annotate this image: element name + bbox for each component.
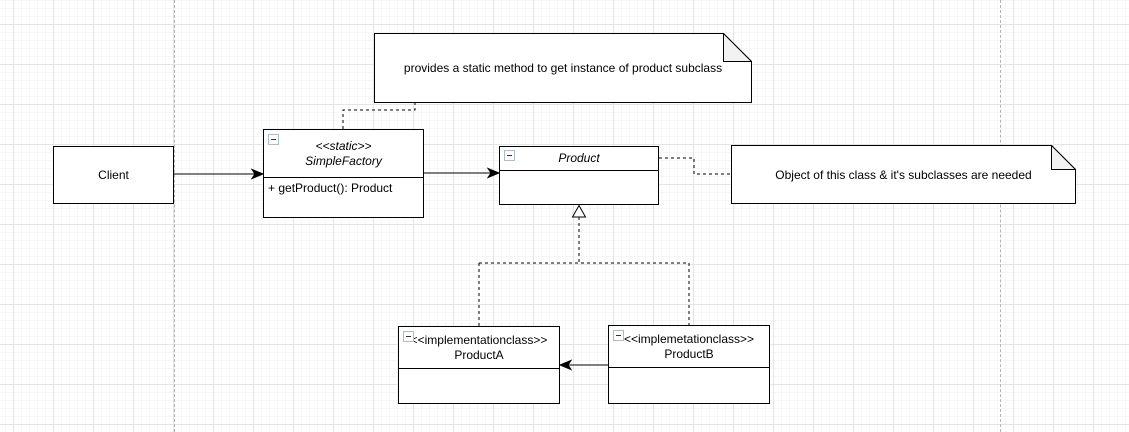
- class-simplefactory[interactable]: <<static>> SimpleFactory + getProduct():…: [263, 129, 424, 218]
- class-stereotype: <<implemetationclass>>: [623, 331, 755, 346]
- class-client[interactable]: Client: [53, 146, 174, 204]
- class-body-empty: [399, 369, 559, 375]
- connector-realization-tree[interactable]: [478, 204, 690, 327]
- class-header: Product: [500, 147, 658, 171]
- arrowhead: [558, 359, 573, 371]
- arrowhead: [486, 167, 501, 179]
- class-productb[interactable]: <<implemetationclass>> ProductB: [608, 325, 770, 404]
- class-name: Client: [98, 168, 129, 182]
- class-stereotype: <<implementationclass>>: [410, 332, 548, 347]
- class-header: <<static>> SimpleFactory: [264, 130, 423, 178]
- collapse-icon[interactable]: [268, 134, 279, 145]
- page-boundary-line: [174, 0, 175, 432]
- connector-productb-to-producta[interactable]: [558, 359, 608, 371]
- method-label: + getProduct(): Product: [268, 181, 393, 195]
- hollow-triangle-arrowhead: [571, 204, 587, 218]
- class-name: SimpleFactory: [305, 153, 382, 168]
- note-shape: [731, 145, 1076, 204]
- class-header: <<implementationclass>> ProductA: [399, 327, 559, 369]
- connector-simplefactory-to-product[interactable]: [424, 167, 501, 179]
- page-boundary-line: [1000, 0, 1001, 432]
- folded-corner: [1051, 145, 1076, 170]
- connector-client-to-simplefactory[interactable]: [174, 168, 265, 180]
- collapse-icon[interactable]: [504, 150, 515, 161]
- class-body-empty: [609, 368, 769, 374]
- class-product[interactable]: Product: [499, 146, 659, 205]
- collapse-icon[interactable]: [403, 331, 414, 342]
- connector-product-to-note[interactable]: [659, 157, 731, 175]
- class-stereotype: <<static>>: [315, 138, 372, 153]
- collapse-icon[interactable]: [613, 330, 624, 341]
- connector-simplefactory-to-note[interactable]: [342, 103, 416, 129]
- arrowhead: [250, 168, 265, 180]
- note-static-method[interactable]: provides a static method to get instance…: [374, 33, 752, 103]
- class-producta[interactable]: <<implementationclass>> ProductA: [398, 326, 560, 404]
- note-text: Object of this class & it's subclasses a…: [775, 167, 1032, 182]
- folded-corner: [723, 33, 752, 62]
- class-body-empty: [500, 171, 658, 177]
- class-header: <<implemetationclass>> ProductB: [609, 326, 769, 368]
- note-shape: [374, 33, 752, 103]
- class-name: ProductB: [664, 346, 714, 361]
- note-text: provides a static method to get instance…: [403, 61, 723, 75]
- class-name: ProductA: [454, 347, 504, 362]
- class-name: Product: [558, 151, 600, 165]
- class-methods: + getProduct(): Product: [264, 178, 423, 199]
- note-subclasses-needed[interactable]: Object of this class & it's subclasses a…: [731, 145, 1076, 204]
